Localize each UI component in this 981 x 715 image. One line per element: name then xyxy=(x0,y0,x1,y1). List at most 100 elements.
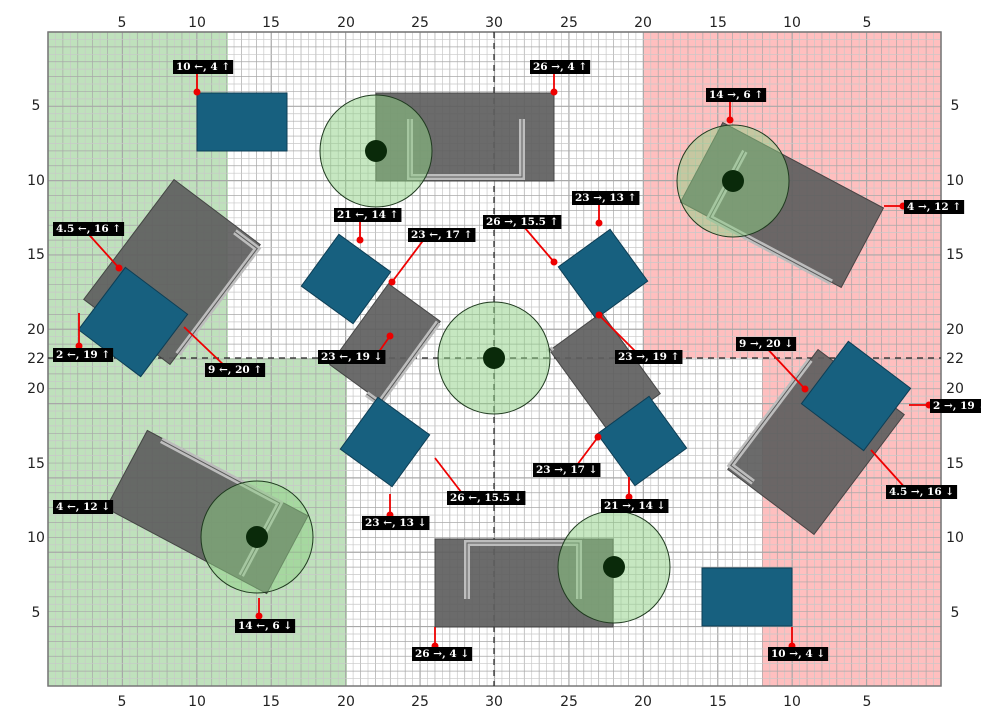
axis-top-tick: 15 xyxy=(262,15,280,31)
label-23r-13u: 23 →, 13 ↑ xyxy=(572,191,640,227)
axis-right-tick: 22 xyxy=(946,351,964,367)
axis-right-tick: 5 xyxy=(951,605,960,621)
axis-left-tick: 10 xyxy=(27,173,45,189)
label-text: 14 →, 6 ↑ xyxy=(709,89,763,101)
label-box xyxy=(318,350,386,364)
axis-right-tick: 20 xyxy=(946,322,964,338)
label-box xyxy=(53,222,125,236)
label-text: 26 →, 15.5 ↑ xyxy=(486,216,558,228)
label-box xyxy=(408,228,476,242)
label-23l-13d: 23 ←, 13 ↓ xyxy=(362,494,430,530)
axis-left-tick: 15 xyxy=(27,247,45,263)
leader-anchor-dot xyxy=(726,116,734,124)
leader-anchor-dot xyxy=(255,612,263,620)
block-mid-left xyxy=(300,233,392,325)
axis-left-tick: 10 xyxy=(27,530,45,546)
axis-top-tick: 10 xyxy=(188,15,206,31)
label-box xyxy=(334,208,402,222)
axis-top-tick: 20 xyxy=(634,15,652,31)
label-9r-20d: 9 →, 20 ↓ xyxy=(736,337,809,393)
axis-bottom-tick: 5 xyxy=(118,694,127,710)
label-4r-12u: 4 →, 12 ↑ xyxy=(884,200,965,214)
label-23l-17u: 23 ←, 17 ↑ xyxy=(388,228,476,286)
axis-right-tick: 10 xyxy=(946,173,964,189)
axis-top-tick: 25 xyxy=(560,15,578,31)
leader-anchor-dot xyxy=(356,236,364,244)
leader-anchor-dot xyxy=(550,258,558,266)
block-mid-right xyxy=(557,228,649,320)
axis-right-tick: 5 xyxy=(951,98,960,114)
label-box xyxy=(483,215,562,229)
label-text: 23 →, 19 ↑ xyxy=(618,351,679,363)
leader-anchor-dot xyxy=(550,88,558,96)
zone-circle-top-center-center-dot xyxy=(365,140,387,162)
label-text: 14 ←, 6 ↓ xyxy=(238,620,292,632)
zone-circle-bottom-left-center-dot xyxy=(246,526,268,548)
label-box xyxy=(615,350,683,364)
axis-top-tick: 5 xyxy=(863,15,872,31)
axis-bottom-tick: 20 xyxy=(337,694,355,710)
block-bottom-right xyxy=(701,567,793,627)
label-text: 23 ←, 17 ↑ xyxy=(411,229,472,241)
label-text: 26 →, 4 ↓ xyxy=(415,648,469,660)
block-body xyxy=(701,567,793,627)
leader-anchor-dot xyxy=(388,278,396,286)
axis-bottom-tick: 5 xyxy=(863,694,872,710)
label-26r-4u: 26 →, 4 ↑ xyxy=(530,60,591,96)
leader-anchor-dot xyxy=(595,219,603,227)
leader-line xyxy=(183,326,229,370)
axis-left-tick: 20 xyxy=(27,381,45,397)
zone-circle-bottom-center-center-dot xyxy=(603,556,625,578)
leader-anchor-dot xyxy=(801,385,809,393)
label-10r-4d: 10 →, 4 ↓ xyxy=(768,627,829,661)
axis-left-tick: 5 xyxy=(32,605,41,621)
axis-right-tick: 15 xyxy=(946,247,964,263)
label-4l-12d: 4 ←, 12 ↓ xyxy=(53,500,114,514)
label-text: 10 →, 4 ↓ xyxy=(771,648,825,660)
axis-left-tick: 20 xyxy=(27,322,45,338)
axis-left-tick: 15 xyxy=(27,456,45,472)
axis-top-tick: 10 xyxy=(783,15,801,31)
leader-line xyxy=(870,449,908,491)
axis-bottom-tick: 15 xyxy=(262,694,280,710)
block-top-left xyxy=(196,92,288,152)
axis-right-tick: 10 xyxy=(946,530,964,546)
axis-top-tick: 25 xyxy=(411,15,429,31)
label-box xyxy=(706,88,767,102)
label-text: 26 →, 4 ↑ xyxy=(533,61,587,73)
label-text: 23 ←, 19 ↓ xyxy=(321,351,382,363)
label-box xyxy=(886,485,958,499)
label-text: 26 ←, 15.5 ↓ xyxy=(450,492,522,504)
zone-circle-center-center-dot xyxy=(483,347,505,369)
label-26r-4d: 26 →, 4 ↓ xyxy=(412,627,473,661)
label-text: 4.5 ←, 16 ↑ xyxy=(56,223,121,235)
label-box xyxy=(173,60,234,74)
label-23r-19u: 23 →, 19 ↑ xyxy=(595,311,683,364)
leader-anchor-dot xyxy=(595,311,603,319)
label-text: 9 ←, 20 ↑ xyxy=(208,364,262,376)
axis-bottom-tick: 25 xyxy=(411,694,429,710)
axis-top-tick: 30 xyxy=(485,15,503,31)
label-text: 21 →, 14 ↓ xyxy=(604,500,665,512)
block-mid-left-2 xyxy=(339,396,431,488)
axis-bottom-tick: 25 xyxy=(560,694,578,710)
zone-circle-top-right-center-dot xyxy=(722,170,744,192)
label-text: 9 →, 20 ↓ xyxy=(739,338,793,350)
label-box xyxy=(53,500,114,514)
axis-bottom-tick: 10 xyxy=(783,694,801,710)
leader-anchor-dot xyxy=(75,342,83,350)
label-23r-17d: 23 →, 17 ↓ xyxy=(533,433,602,477)
label-box xyxy=(447,491,526,505)
axis-right-tick: 20 xyxy=(946,381,964,397)
label-text: 2 →, 19 ↓ xyxy=(933,400,981,412)
label-box xyxy=(768,647,829,661)
label-box xyxy=(601,499,669,513)
label-26l-15.5d: 26 ←, 15.5 ↓ xyxy=(434,457,526,505)
axis-left-tick: 22 xyxy=(27,351,45,367)
label-box xyxy=(235,619,296,633)
label-10l-4u: 10 ←, 4 ↑ xyxy=(173,60,234,96)
leader-anchor-dot xyxy=(594,433,602,441)
label-2l-19u: 2 ←, 19 ↑ xyxy=(53,313,114,362)
axis-bottom-tick: 30 xyxy=(485,694,503,710)
